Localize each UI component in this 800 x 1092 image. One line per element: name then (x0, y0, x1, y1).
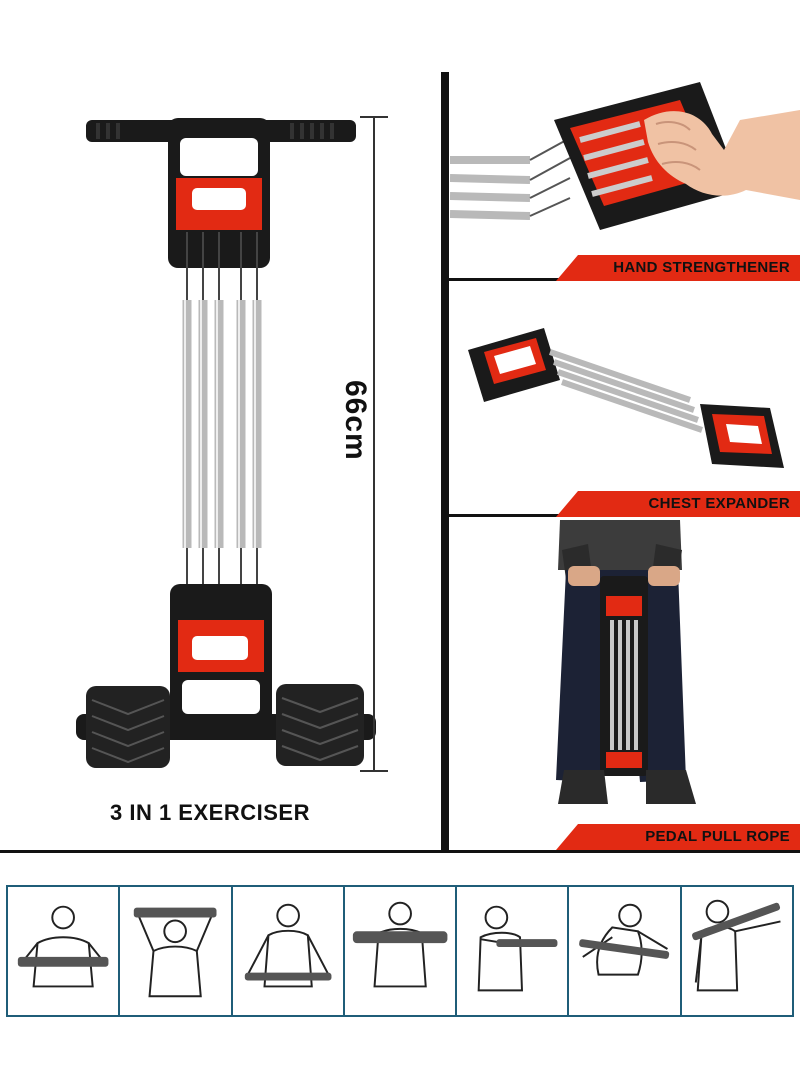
exercise-pose-6 (569, 887, 682, 1015)
hand-strengthener-illustration (450, 82, 800, 230)
exercise-pose-3 (233, 887, 345, 1015)
tag-chest-expander: CHEST EXPANDER (556, 491, 800, 517)
exerciser-illustration (76, 118, 376, 768)
exercise-strip (6, 885, 794, 1017)
main-caption: 3 IN 1 EXERCISER (110, 800, 310, 825)
exercise-pose-7 (682, 887, 792, 1015)
exercise-pose-1 (8, 887, 121, 1015)
tag-pedal-pull-rope: PEDAL PULL ROPE (556, 824, 800, 850)
exercise-pose-4 (345, 887, 458, 1015)
tag-hand-strengthener: HAND STRENGTHENER (556, 255, 800, 281)
exercise-pose-5 (457, 887, 570, 1015)
pedal-pull-rope-illustration (556, 520, 696, 804)
panel-divider-bottom (0, 850, 800, 853)
product-image-panel: 66cm 3 IN 1 EXERCISER HAND STRENGTHENER (0, 72, 800, 853)
measurement-line (373, 116, 375, 772)
panel-divider-vertical (441, 72, 449, 852)
chest-expander-illustration (468, 328, 784, 468)
measurement-cap-bottom (360, 770, 388, 772)
measurement-label: 66cm (339, 380, 372, 461)
exercise-pose-2 (120, 887, 233, 1015)
measurement-cap-top (360, 116, 388, 118)
